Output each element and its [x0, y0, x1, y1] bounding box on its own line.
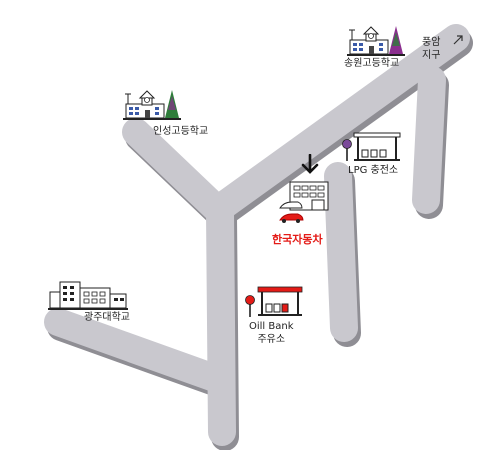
school-building-icon: [347, 26, 405, 56]
road-surfaces: [44, 24, 470, 446]
gwangju-univ-label: 광주대학교: [84, 312, 130, 323]
oil-bank-line-1: Oill Bank: [249, 321, 294, 332]
pungam-district-label: 풍암 지구: [422, 36, 440, 62]
road-right-branch: [412, 66, 446, 214]
university-building-icon: [48, 281, 128, 310]
arrow-up-right-icon: [453, 35, 463, 45]
target-company-label: 한국자동차: [272, 233, 323, 246]
oil-bank-label: Oill Bank 주유소: [249, 320, 294, 346]
road-to-inseong: [122, 118, 234, 226]
company-building-icon: [279, 181, 329, 223]
arrow-down-icon: [301, 154, 319, 174]
road-to-pungam: [206, 24, 470, 222]
songwon-school-label: 송원고등학교: [344, 58, 400, 69]
road-to-gwangju-univ: [44, 308, 234, 394]
pungam-line-2: 지구: [422, 50, 441, 61]
lpg-station-label: LPG 충전소: [348, 165, 399, 176]
inseong-school-label: 인성고등학교: [153, 126, 209, 137]
school-building-icon: [123, 90, 181, 120]
road-shadows: [47, 29, 473, 450]
road-main-trunk: [206, 198, 236, 446]
gas-station-icon: [342, 132, 401, 161]
gas-station-icon: [245, 286, 303, 317]
road-center-branch: [324, 162, 358, 342]
pungam-line-1: 풍암: [422, 37, 441, 48]
oil-bank-line-2: 주유소: [257, 334, 286, 345]
